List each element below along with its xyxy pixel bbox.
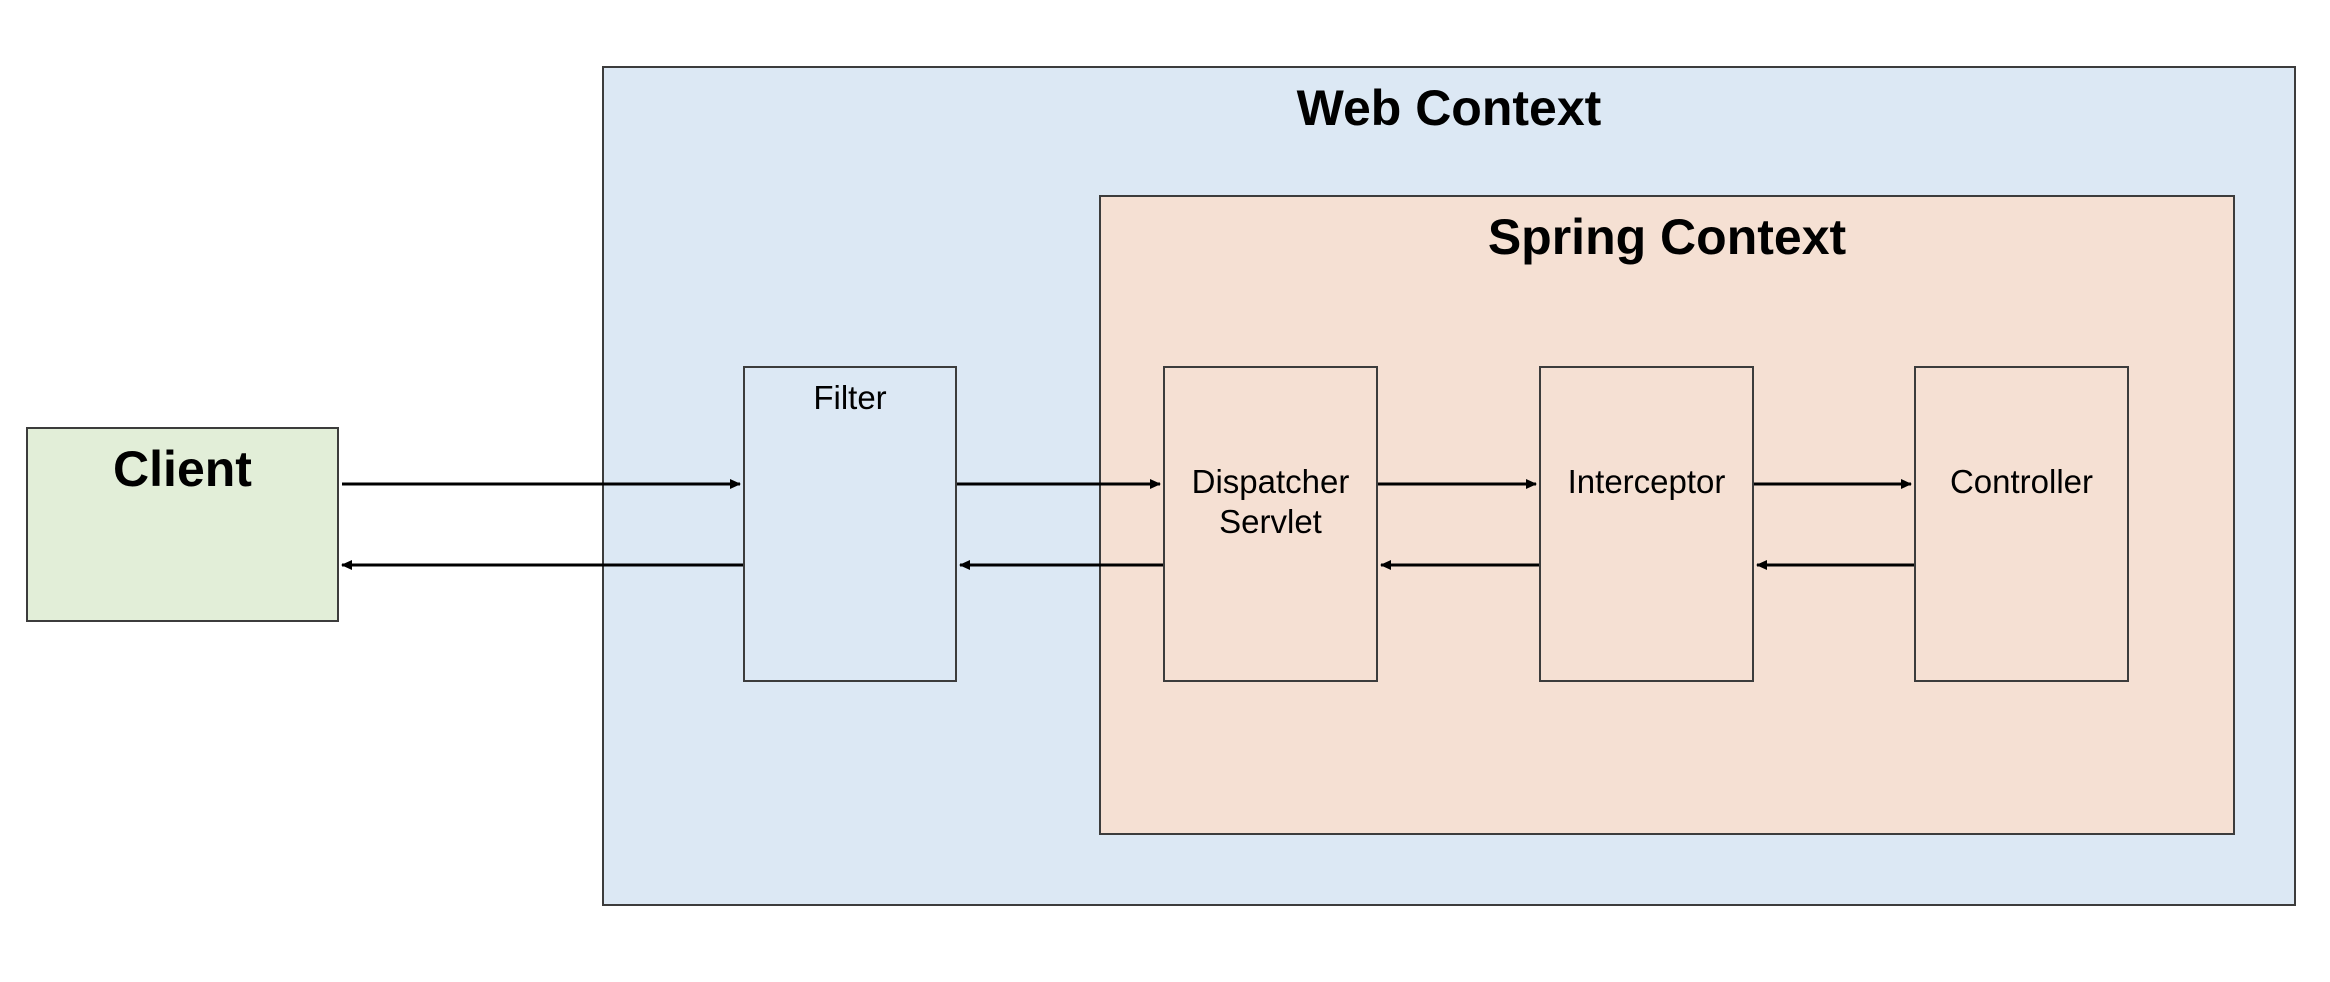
- client-node: Client: [26, 427, 339, 622]
- controller-node: Controller: [1914, 366, 2129, 682]
- interceptor-label: Interceptor: [1567, 463, 1726, 500]
- filter-label: Filter: [813, 379, 887, 416]
- web-context-title: Web Context: [1296, 80, 1602, 136]
- controller-label: Controller: [1949, 463, 2094, 500]
- spring-context-title: Spring Context: [1487, 209, 1847, 265]
- filter-node: Filter: [743, 366, 957, 682]
- dispatcher-servlet-label: Dispatcher Servlet: [1191, 463, 1350, 540]
- client-label: Client: [113, 441, 252, 497]
- dispatcher-servlet-node: Dispatcher Servlet: [1163, 366, 1378, 682]
- interceptor-node: Interceptor: [1539, 366, 1754, 682]
